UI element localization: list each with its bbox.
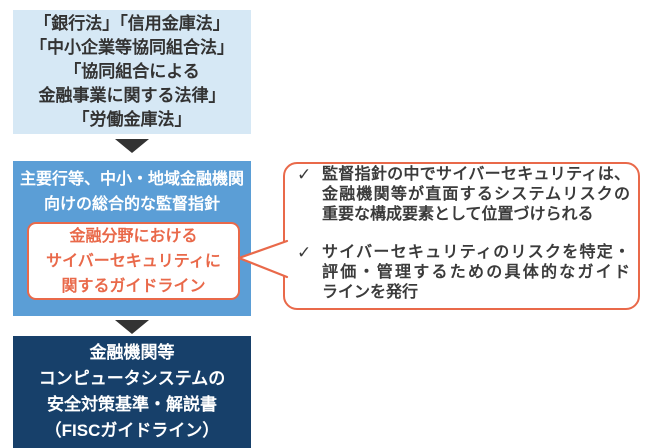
laws-box-line: 「銀行法」「信用金庫法」 (34, 14, 230, 33)
callout-line: 監督指針の中でサイバーセキュリティは、 (322, 166, 630, 183)
callout-line: 評価・管理するための具体的なガイド (322, 264, 630, 281)
laws-box-line: 金融事業に関する法律」 (38, 86, 226, 105)
laws-box-line: 「労働金庫法」 (72, 110, 192, 129)
callout-bubble: ✓ 監督指針の中でサイバーセキュリティは、 金融機関等が直面するシステムリスクの… (283, 162, 640, 310)
check-icon: ✓ (297, 165, 312, 184)
supervision-title-line: 向けの総合的な監督指針 (43, 196, 220, 213)
callout-item: ✓ サイバーセキュリティのリスクを特定・ 評価・管理するための具体的なガイド ラ… (297, 243, 632, 303)
callout-line: サイバーセキュリティのリスクを特定・ (322, 244, 630, 261)
fisc-box-line: コンピュータシステムの (38, 369, 226, 388)
callout-item-text: サイバーセキュリティのリスクを特定・ 評価・管理するための具体的なガイド ライン… (322, 243, 630, 303)
callout-line: ラインを発行 (322, 284, 419, 301)
cyber-guideline-box: 金融分野における サイバーセキュリティに 関するガイドライン (27, 222, 240, 300)
check-icon: ✓ (297, 243, 312, 262)
callout-item-text: 監督指針の中でサイバーセキュリティは、 金融機関等が直面するシステムリスクの 重… (322, 165, 630, 225)
cyber-guideline-line: 関するガイドライン (61, 277, 206, 295)
cyber-guideline-line: 金融分野における (69, 227, 198, 245)
supervision-title-line: 主要行等、中小・地域金融機関 (19, 171, 244, 188)
supervision-box-title: 主要行等、中小・地域金融機関 向けの総合的な監督指針 (13, 161, 251, 217)
laws-box-line: 「中小企業等協同組合法」 (30, 38, 234, 57)
fisc-box-line: 安全対策基準・解説書 (47, 395, 217, 414)
laws-box: 「銀行法」「信用金庫法」 「中小企業等協同組合法」 「協同組合による 金融事業に… (13, 10, 251, 134)
callout-line: 金融機関等が直面するシステムリスクの (322, 186, 630, 203)
callout-pointer (237, 239, 289, 279)
down-arrow-icon (115, 320, 149, 334)
fisc-box: 金融機関等 コンピュータシステムの 安全対策基準・解説書 （FISCガイドライン… (13, 336, 251, 448)
fisc-box-line: 金融機関等 (89, 343, 175, 362)
callout-line: 重要な構成要素として位置づけられる (322, 206, 594, 223)
callout-item: ✓ 監督指針の中でサイバーセキュリティは、 金融機関等が直面するシステムリスクの… (297, 165, 632, 225)
cyber-guideline-line: サイバーセキュリティに (46, 252, 221, 270)
supervision-box: 主要行等、中小・地域金融機関 向けの総合的な監督指針 金融分野における サイバー… (13, 161, 251, 316)
fisc-box-line: （FISCガイドライン） (44, 421, 220, 440)
down-arrow-icon (115, 139, 149, 153)
laws-box-line: 「協同組合による (64, 62, 200, 81)
